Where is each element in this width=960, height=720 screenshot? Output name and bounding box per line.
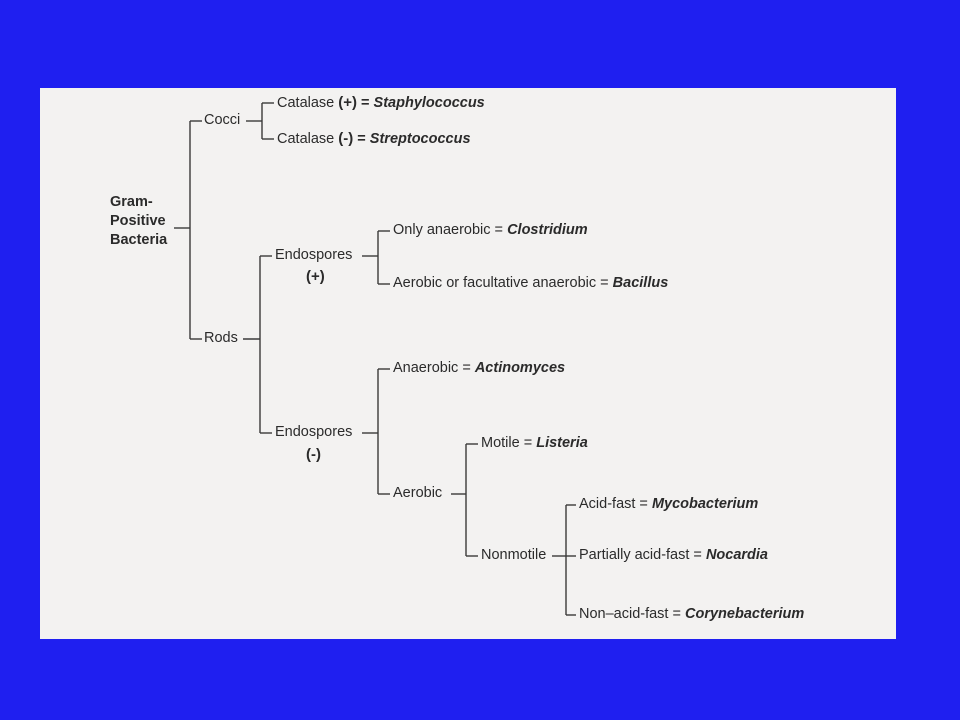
genus-bacillus: Bacillus [612, 275, 669, 291]
genus-mycobacterium: Mycobacterium [651, 496, 759, 512]
root-line-3: Bacteria [110, 232, 168, 248]
catalase-pos-sign: (+) [338, 94, 358, 111]
only-anaerobic-prefix: Only anaerobic = [393, 222, 504, 238]
genus-corynebacterium: Corynebacterium [685, 606, 805, 622]
catalase-pos-eq: = [361, 95, 370, 111]
anaerobic: Anaerobic = Actinomyces [393, 360, 565, 377]
rods-label: Rods [204, 330, 238, 346]
catalase-neg-sign: (-) [338, 130, 354, 147]
acid-fast: Acid-fast = Mycobacterium [579, 496, 758, 513]
genus-actinomyces: Actinomyces [474, 360, 566, 376]
root-line-2: Positive [110, 213, 166, 229]
aerobic-facultative: Aerobic or facultative anaerobic = Bacil… [393, 275, 668, 292]
nonmotile-label: Nonmotile [481, 547, 547, 563]
cocci-label: Cocci [204, 112, 241, 128]
catalase-pos-prefix: Catalase [277, 95, 335, 111]
endospores-neg-sign: (-) [306, 446, 321, 463]
aerobic-label: Aerobic [393, 485, 443, 501]
partially-acid-fast-prefix: Partially acid-fast = [579, 547, 702, 563]
endospores-pos-sign: (+) [306, 268, 325, 285]
endospores-neg-label: Endospores [275, 424, 353, 440]
root-line-1: Gram- [110, 194, 153, 210]
catalase-neg-eq: = [357, 131, 366, 147]
genus-clostridium: Clostridium [507, 222, 588, 238]
genus-staphylococcus: Staphylococcus [373, 95, 485, 111]
motile-prefix: Motile = [481, 435, 533, 451]
non-acid-fast-prefix: Non–acid-fast = [579, 606, 681, 622]
genus-listeria: Listeria [536, 435, 588, 451]
anaerobic-prefix: Anaerobic = [393, 360, 471, 376]
catalase-negative: Catalase (-) = Streptococcus [277, 130, 471, 148]
genus-nocardia: Nocardia [705, 547, 768, 563]
catalase-neg-prefix: Catalase [277, 131, 335, 147]
diagram-paper [40, 88, 896, 639]
partially-acid-fast: Partially acid-fast = Nocardia [579, 547, 768, 564]
genus-streptococcus: Streptococcus [369, 131, 471, 147]
catalase-positive: Catalase (+) = Staphylococcus [277, 94, 485, 112]
endospores-pos-label: Endospores [275, 247, 353, 263]
only-anaerobic: Only anaerobic = Clostridium [393, 222, 588, 239]
non-acid-fast: Non–acid-fast = Corynebacterium [579, 606, 804, 623]
acid-fast-prefix: Acid-fast = [579, 496, 648, 512]
motile: Motile = Listeria [481, 435, 588, 452]
aerobic-facultative-prefix: Aerobic or facultative anaerobic = [393, 275, 609, 291]
root-label: Gram- Positive Bacteria [110, 193, 190, 250]
